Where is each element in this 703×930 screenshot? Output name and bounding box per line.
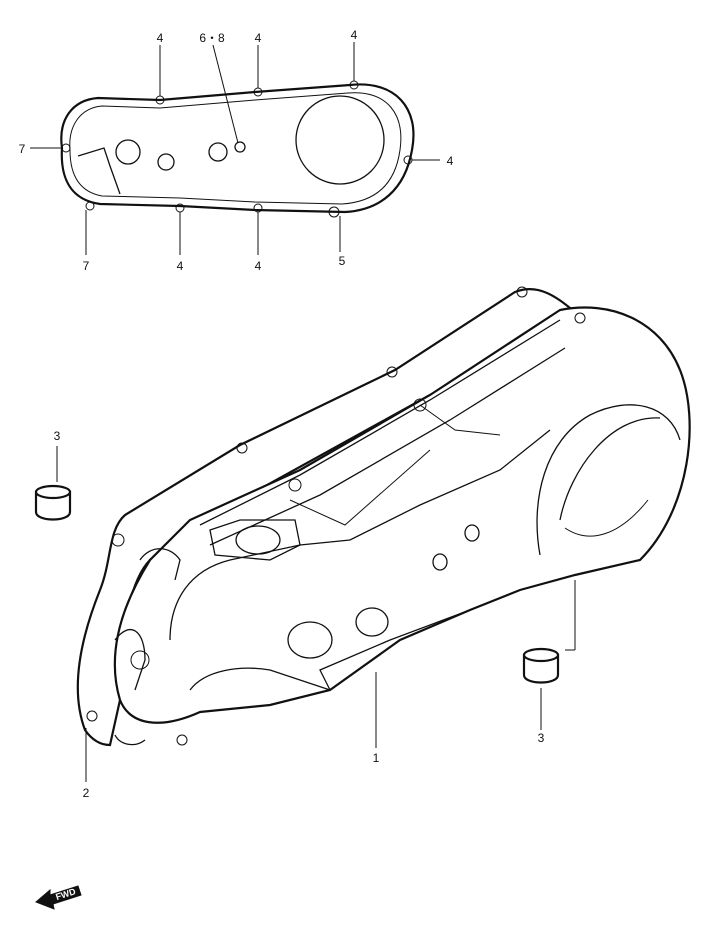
callout-7: 7 [83, 259, 90, 273]
dowel-pin-left [34, 484, 72, 521]
callout-2: 2 [83, 786, 90, 800]
callout-4: 4 [255, 31, 262, 45]
dowel-pin-right [522, 647, 560, 684]
callout-6-8: 6・8 [199, 31, 225, 45]
callout-3: 3 [54, 429, 61, 443]
callout-4: 4 [157, 31, 164, 45]
callout-5: 5 [339, 254, 346, 268]
leader-lines-top [30, 42, 440, 255]
callout-3: 3 [538, 731, 545, 745]
callout-1: 1 [373, 751, 380, 765]
fwd-arrow-icon: FWD [35, 885, 82, 910]
inner-cover-gasket [60, 80, 415, 218]
leader-lines-bottom [56, 446, 576, 782]
callout-4: 4 [447, 154, 454, 168]
callout-4: 4 [177, 259, 184, 273]
callout-4: 4 [351, 28, 358, 42]
callout-7: 7 [19, 142, 26, 156]
callout-4: 4 [255, 259, 262, 273]
transmission-cover [113, 306, 691, 746]
